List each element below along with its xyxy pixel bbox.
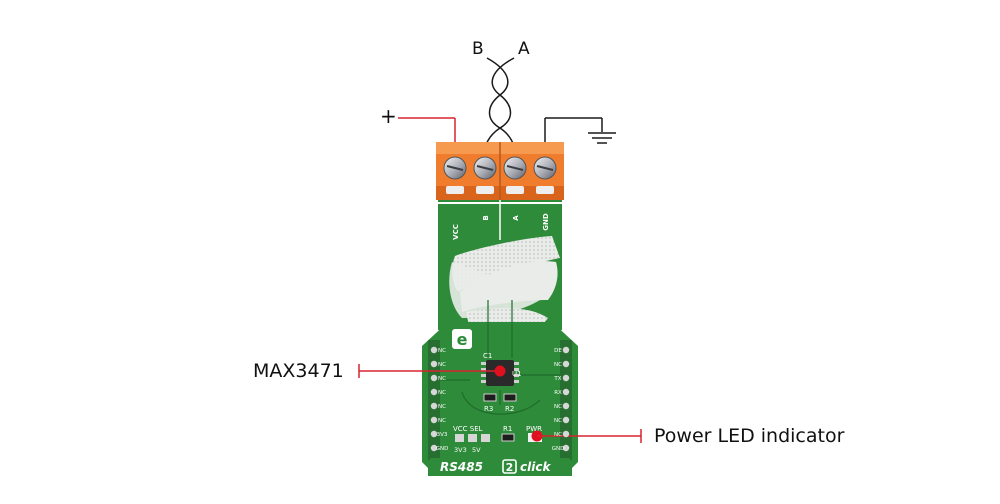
callout-max3471: MAX3471: [253, 360, 344, 382]
left-pin-pad: [430, 402, 438, 410]
left-pin-pad: [430, 374, 438, 382]
pin-label-b: B: [482, 215, 490, 220]
right-pin-pad: [562, 402, 570, 410]
pin-label-vcc: VCC: [452, 224, 460, 240]
resistor-r2: [503, 393, 517, 402]
right-pin-label: DE: [554, 348, 562, 354]
pin-label-a: A: [512, 215, 520, 221]
right-pin-label: NC: [554, 362, 562, 368]
wire-label-plus: +: [380, 104, 397, 128]
left-pin-pad: [430, 388, 438, 396]
r2-label: R2: [505, 405, 514, 413]
r1-label: R1: [503, 425, 512, 433]
screw-icon: [533, 156, 557, 180]
svg-text:e: e: [457, 330, 468, 349]
pcb-twisted-ribbon: [438, 236, 562, 330]
right-pin-label: TX: [553, 376, 561, 382]
left-pin-pad: [430, 346, 438, 354]
left-pin-pad: [430, 416, 438, 424]
vcc-sel-label: VCC SEL: [453, 425, 483, 433]
screw-icon: [503, 156, 527, 180]
right-pin-pad: [562, 346, 570, 354]
v5-label: 5V: [472, 446, 481, 454]
right-header-pins: [560, 340, 572, 460]
v33-label: 3V3: [454, 446, 467, 454]
right-pin-pad: [562, 374, 570, 382]
pin-label-gnd: GND: [542, 213, 550, 231]
left-pin-label: NC: [438, 376, 446, 382]
board-click-label: click: [520, 460, 551, 474]
right-pin-label: NC: [554, 432, 562, 438]
left-pin-label: NC: [438, 404, 446, 410]
left-pin-label: GND: [436, 446, 449, 452]
right-pin-pad: [562, 444, 570, 452]
left-pin-pad: [430, 430, 438, 438]
right-pin-pad: [562, 430, 570, 438]
right-pin-pad: [562, 388, 570, 396]
wire-label-b: B: [472, 39, 484, 59]
u1-label: U1: [512, 370, 522, 378]
c1-label: C1: [483, 352, 492, 360]
left-pin-label: NC: [438, 348, 446, 354]
left-pin-label: NC: [438, 390, 446, 396]
chip-callout-line: [358, 364, 506, 378]
right-pin-label: GND: [552, 446, 565, 452]
left-pin-pad: [430, 444, 438, 452]
left-pin-label: 3V3: [437, 432, 448, 438]
board-name-label: RS485: [440, 460, 483, 474]
right-pin-label: NC: [554, 404, 562, 410]
board-number-label: 2: [506, 461, 514, 474]
screw-icon: [443, 156, 467, 180]
vcc-sel-jumper: [455, 434, 490, 442]
left-pin-label: NC: [438, 362, 446, 368]
resistor-r1: [501, 433, 515, 442]
right-pin-pad: [562, 416, 570, 424]
mikroe-logo-icon: e: [452, 329, 472, 349]
right-pin-label: RX: [554, 390, 562, 396]
pwr-label: PWR: [526, 425, 542, 433]
screw-icon: [473, 156, 497, 180]
right-pin-label: NC: [554, 418, 562, 424]
terminal-block: [436, 142, 564, 200]
resistor-r3: [483, 393, 497, 402]
left-pin-pad: [430, 360, 438, 368]
r3-label: R3: [484, 405, 493, 413]
callout-power-led: Power LED indicator: [654, 425, 845, 447]
left-pin-label: NC: [438, 418, 446, 424]
wire-label-a: A: [518, 39, 530, 59]
ground-symbol-icon: [588, 132, 616, 144]
led-callout-line: [531, 429, 642, 443]
left-header-pins: [428, 340, 440, 460]
twisted-pair-wires: [484, 57, 516, 151]
right-pin-pad: [562, 360, 570, 368]
